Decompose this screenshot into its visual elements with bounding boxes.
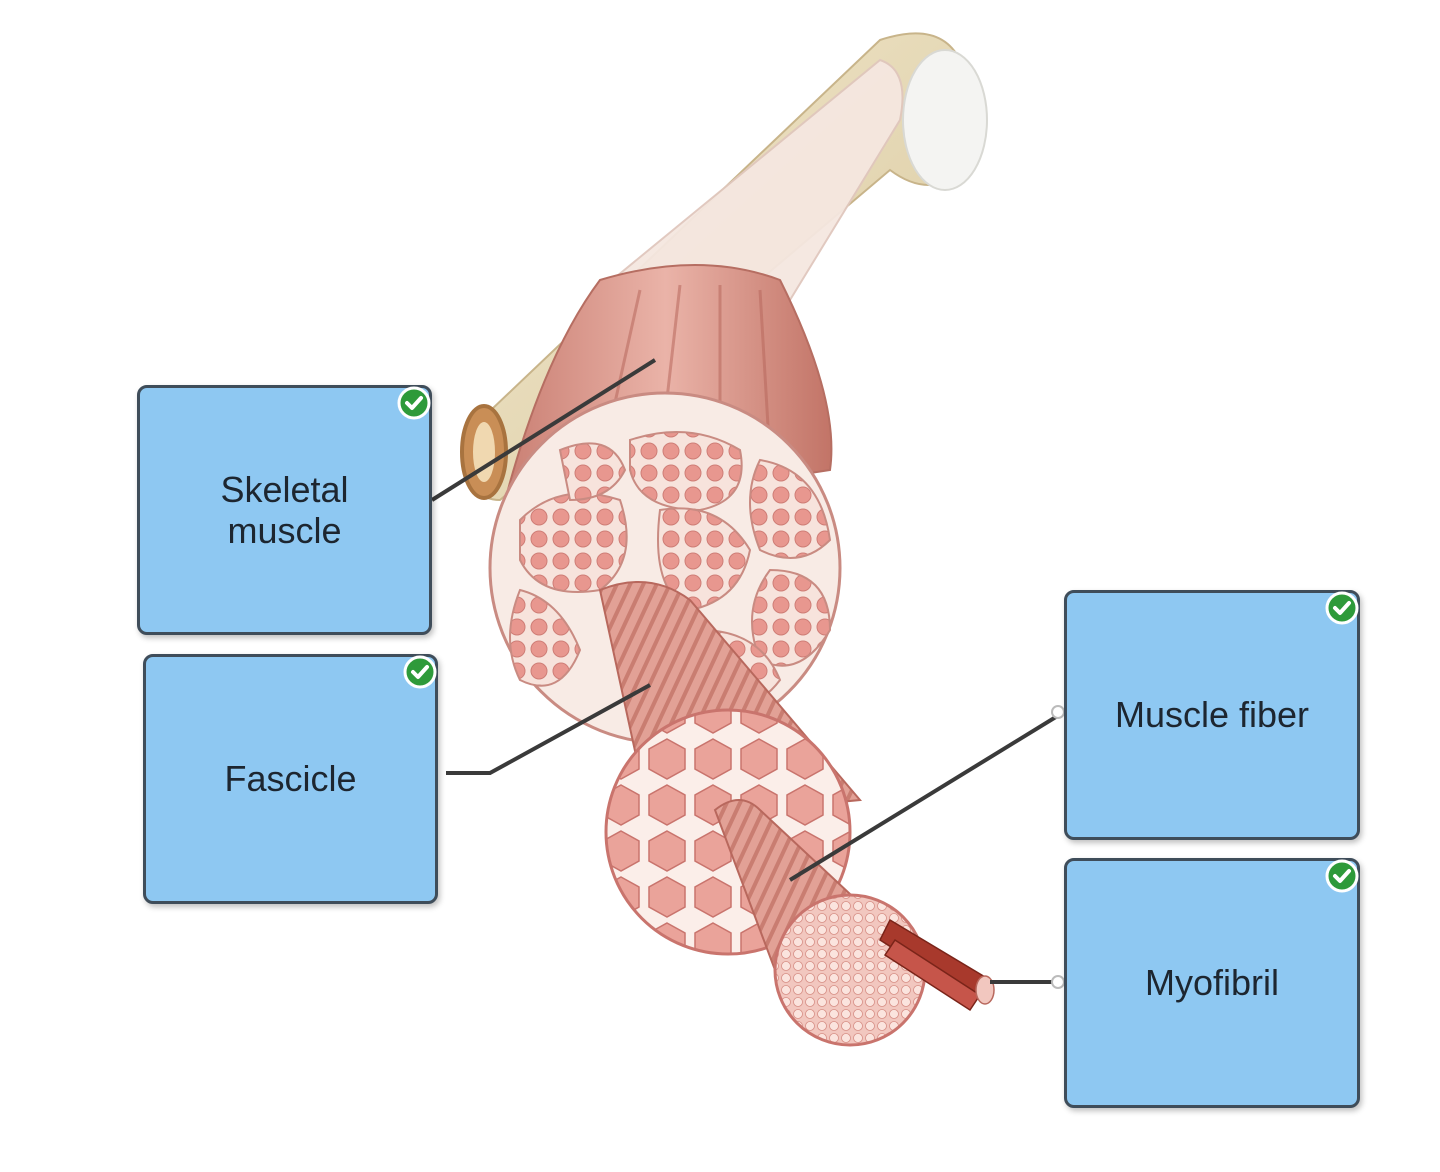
leader-anchor-fiber (1051, 705, 1065, 719)
label-muscle-fiber[interactable]: Muscle fiber (1064, 590, 1360, 840)
fiber-cross-section (773, 893, 927, 1047)
check-icon (397, 386, 431, 420)
tendon (597, 58, 904, 302)
check-icon (1325, 859, 1359, 893)
leader-anchor-myofibril (1051, 975, 1065, 989)
leader-muscle-fiber (788, 710, 1066, 882)
check-icon (403, 655, 437, 689)
label-skeletal-muscle[interactable]: Skeletal muscle (137, 385, 432, 635)
check-icon (1325, 591, 1359, 625)
label-myofibril-text: Myofibril (1144, 962, 1279, 1004)
myofibrils (879, 918, 995, 1012)
label-fascicle[interactable]: Fascicle (143, 654, 438, 904)
leader-fascicle (446, 683, 651, 775)
leader-skeletal-muscle (430, 358, 657, 502)
label-muscle-fiber-text: Muscle fiber (1114, 694, 1310, 736)
leader-lines (430, 358, 1066, 984)
label-myofibril[interactable]: Myofibril (1064, 858, 1360, 1108)
label-fascicle-text: Fascicle (224, 758, 357, 800)
label-skeletal-muscle-text: Skeletal muscle (220, 468, 349, 551)
